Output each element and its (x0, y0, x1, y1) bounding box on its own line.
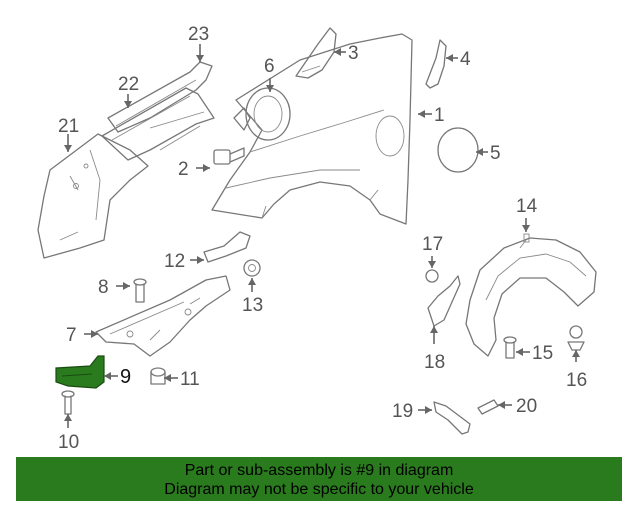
label-part-1: 1 (434, 105, 445, 126)
part-21-shape (37, 133, 149, 259)
part-23-shape (107, 61, 213, 133)
part-11-shape (150, 367, 166, 385)
part-8-shape (133, 278, 147, 303)
part-18-shape (427, 275, 461, 327)
part-3-shape (295, 27, 337, 79)
part-16-shape (567, 325, 585, 351)
part-5-shape (437, 127, 479, 173)
banner-line-1: Part or sub-assembly is #9 in diagram (184, 462, 454, 479)
part-13-shape (243, 259, 261, 277)
part-1-fender-shape (211, 33, 413, 225)
part-14-liner-shape (465, 233, 597, 357)
label-part-3: 3 (348, 43, 359, 64)
part-19-shape (433, 401, 471, 435)
label-part-7: 7 (66, 325, 77, 346)
label-part-13: 13 (242, 295, 263, 316)
part-17-shape (425, 269, 439, 283)
label-part-23: 23 (188, 24, 209, 45)
label-part-18: 18 (424, 352, 445, 373)
part-15-shape (503, 336, 517, 359)
part-7-shape (95, 275, 231, 357)
parts-diagram: 1 2 3 4 5 6 7 8 9 10 11 12 13 14 15 16 1… (37, 24, 597, 453)
label-part-20: 20 (516, 396, 537, 417)
label-part-15: 15 (532, 343, 553, 364)
part-2-shape (213, 147, 245, 165)
label-part-17: 17 (422, 234, 443, 255)
part-12-shape (203, 231, 251, 263)
part-4-shape (425, 39, 447, 89)
label-part-21: 21 (58, 116, 79, 137)
label-part-4: 4 (460, 49, 471, 70)
label-part-9-highlighted: 9 (120, 366, 131, 388)
part-20-shape (477, 399, 499, 415)
label-part-8: 8 (98, 277, 109, 298)
leader-lines (64, 44, 580, 428)
info-banner: Part or sub-assembly is #9 in diagram Di… (16, 457, 622, 501)
label-part-2: 2 (178, 159, 189, 180)
banner-line-2: Diagram may not be specific to your vehi… (164, 481, 474, 498)
part-10-shape (61, 390, 75, 415)
label-part-12: 12 (164, 251, 185, 272)
part-9-highlighted-shape (55, 355, 105, 389)
label-part-5: 5 (490, 143, 501, 164)
part-22-shape (101, 87, 215, 161)
label-part-6: 6 (264, 56, 275, 77)
label-part-16: 16 (566, 370, 587, 391)
label-part-14: 14 (516, 196, 538, 217)
label-part-22: 22 (118, 74, 139, 95)
label-part-19: 19 (392, 401, 413, 422)
label-part-11: 11 (180, 369, 200, 390)
label-part-10: 10 (58, 432, 79, 453)
